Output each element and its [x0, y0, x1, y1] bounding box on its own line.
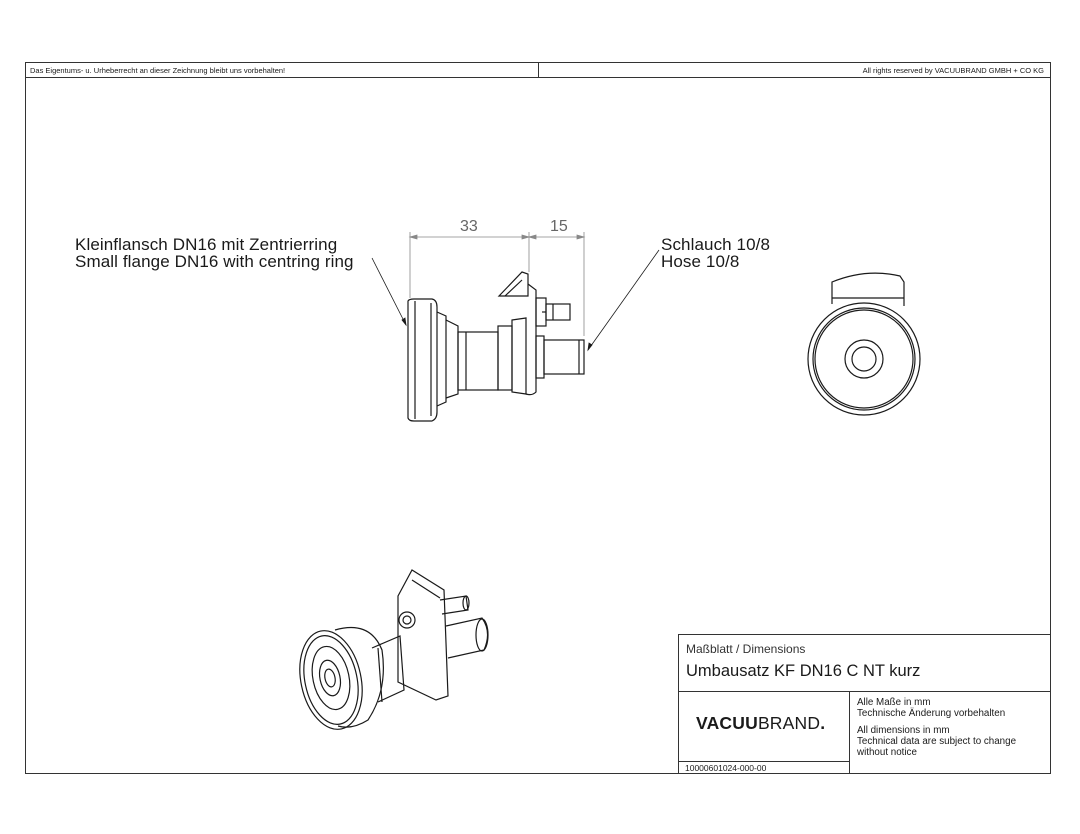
document-number: 10000601024-000-00 — [685, 763, 767, 773]
note-de-changes: Technische Änderung vorbehalten — [857, 708, 1006, 719]
flange-callout-en: Small flange DN16 with centring ring — [75, 252, 354, 271]
copyright-notice-en: All rights reserved by VACUUBRAND GMBH +… — [862, 66, 1044, 75]
note-de-units: Alle Maße in mm — [857, 697, 931, 708]
logo-cell: VACUUBRAND. — [679, 691, 850, 761]
dimension-lines — [408, 232, 586, 336]
logo-dot: . — [820, 713, 826, 733]
sheet-type: Maßblatt / Dimensions — [686, 642, 806, 656]
document-number-cell: 10000601024-000-00 — [679, 761, 850, 774]
side-view — [407, 271, 585, 422]
drawing-title: Umbausatz KF DN16 C NT kurz — [686, 662, 921, 680]
dimension-label-33: 33 — [460, 218, 478, 235]
header-divider — [538, 63, 539, 77]
note-en-units: All dimensions in mm — [857, 725, 950, 736]
note-en-notice: without notice — [857, 747, 917, 758]
leader-lines — [371, 249, 660, 352]
title-block-header: Maßblatt / Dimensions Umbausatz KF DN16 … — [679, 635, 1050, 692]
hose-callout-en: Hose 10/8 — [661, 252, 740, 271]
hose-callout-de: Schlauch 10/8 — [661, 235, 771, 254]
vacuubrand-logo: VACUUBRAND. — [696, 713, 825, 734]
notes: Alle Maße in mm Technische Änderung vorb… — [857, 697, 1047, 764]
flange-callout-de: Kleinflansch DN16 mit Zentrierring — [75, 235, 338, 254]
front-view — [807, 272, 921, 416]
header-strip: Das Eigentums- u. Urheberrecht an dieser… — [25, 62, 1051, 78]
logo-bold-part: VACUU — [696, 713, 758, 733]
copyright-notice-de: Das Eigentums- u. Urheberrecht an dieser… — [30, 66, 286, 75]
dimension-label-15: 15 — [550, 218, 568, 235]
isometric-view — [299, 569, 489, 730]
logo-regular-part: BRAND — [757, 713, 821, 733]
note-en-changes: Technical data are subject to change — [857, 736, 1017, 747]
title-block: Maßblatt / Dimensions Umbausatz KF DN16 … — [678, 634, 1051, 774]
